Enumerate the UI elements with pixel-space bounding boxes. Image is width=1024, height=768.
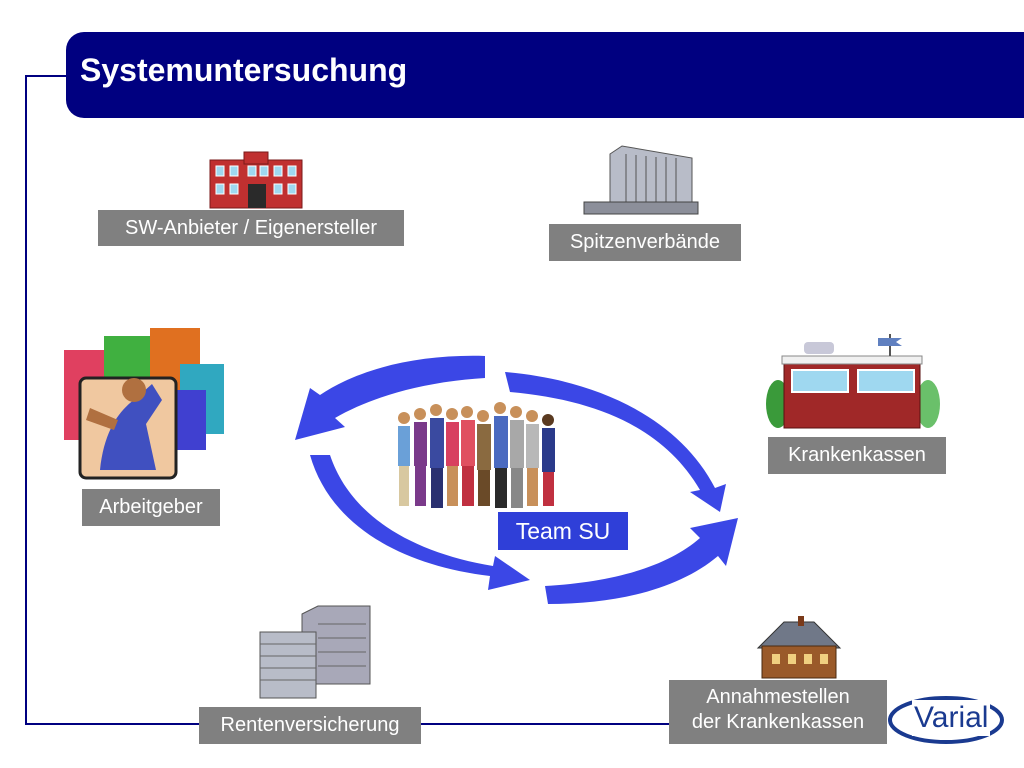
team-su-label: Team SU	[498, 512, 628, 550]
rentenversicherung-label: Rentenversicherung	[199, 707, 421, 744]
annahmestellen-line-2: der Krankenkassen	[691, 711, 865, 733]
team-people-icon	[398, 402, 555, 508]
arbeitgeber-label: Arbeitgeber	[82, 489, 220, 526]
office-tower-icon	[583, 145, 699, 215]
annahmestellen-line-1: Annahmestellen	[706, 686, 850, 708]
varial-logo	[888, 696, 1004, 744]
school-building-icon	[209, 151, 303, 209]
title-bar	[66, 32, 1024, 118]
spitzenverbaende-label: Spitzenverbände	[549, 224, 741, 261]
house-icon	[756, 616, 842, 679]
office-blocks-icon	[259, 605, 371, 699]
sw-anbieter-label: SW-Anbieter / Eigenersteller	[98, 210, 404, 246]
varial-logo-text: Varial	[912, 700, 991, 736]
annahmestellen-label: Annahmestellen der Krankenkassen	[669, 680, 887, 744]
worker-buildings-icon	[64, 328, 224, 480]
hospital-building-icon	[766, 334, 940, 429]
page-title: Systemuntersuchung	[80, 52, 408, 88]
krankenkassen-label: Krankenkassen	[768, 437, 946, 474]
